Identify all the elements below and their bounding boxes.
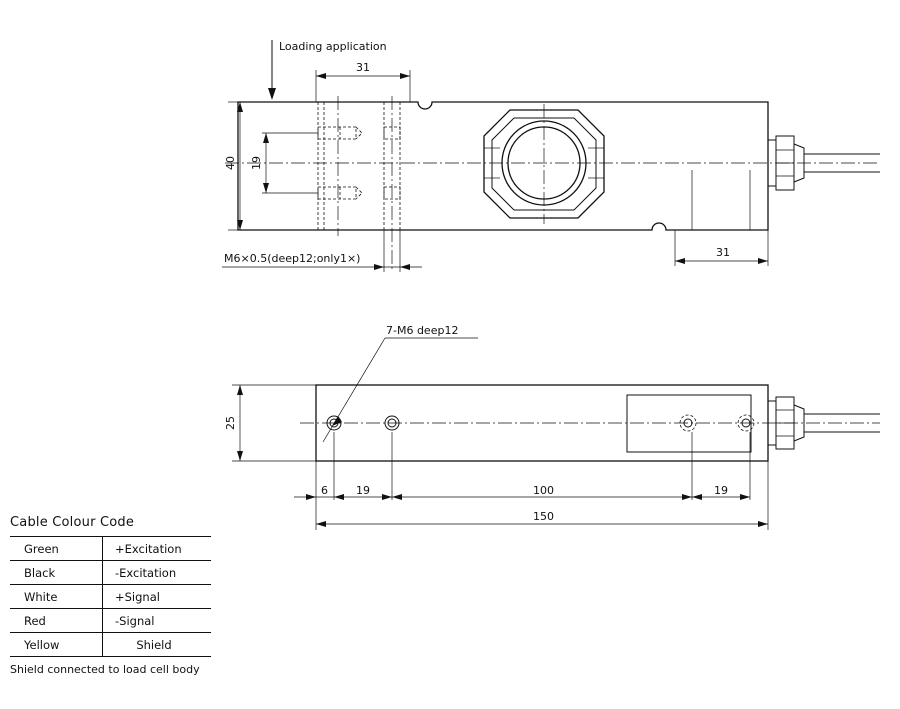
dim25-arrow-bottom — [237, 451, 243, 461]
wire-signal: Shield — [102, 632, 211, 657]
dim6-arrow-left — [306, 494, 316, 500]
hole-2 — [384, 415, 400, 431]
dim40-arrow-top — [237, 102, 243, 112]
dim31-text: 31 — [356, 61, 370, 74]
table-row: Green +Excitation — [10, 536, 211, 561]
table-row: Yellow Shield — [10, 632, 211, 657]
loading-label: Loading application — [279, 40, 387, 53]
loading-arrow-head — [268, 88, 276, 100]
dim25-text: 25 — [224, 416, 237, 430]
dim19v-arrow-bottom — [263, 183, 269, 193]
dim150-text: 150 — [533, 510, 554, 523]
dim19b-arrow-left — [692, 494, 702, 500]
dim31r-text: 31 — [716, 246, 730, 259]
bolt-upper-right — [383, 126, 401, 140]
wire-signal: +Excitation — [102, 536, 211, 561]
dim40-text: 40 — [224, 156, 237, 170]
holes-leader-diagonal — [322, 337, 386, 443]
dim19v-arrow-top — [263, 133, 269, 143]
wire-colour: Red — [10, 608, 103, 633]
dim19b-arrow-right — [740, 494, 750, 500]
dim25-arrow-top — [237, 385, 243, 395]
dim150-arrow-right — [758, 521, 768, 527]
shield-note: Shield connected to load cell body — [10, 663, 200, 676]
cable-colour-code-block: Cable Colour Code Green +Excitation Blac… — [10, 515, 250, 676]
cable-gland-side — [767, 396, 880, 450]
wire-colour: White — [10, 584, 103, 609]
hole-3-hidden — [679, 414, 697, 432]
thread-note-text: M6×0.5(deep12;only1×) — [224, 252, 360, 265]
dim19a-text: 19 — [356, 484, 370, 497]
dim6-text: 6 — [321, 484, 328, 497]
dim31-arrow-right — [400, 73, 410, 79]
thread-arrow-right — [400, 264, 410, 270]
cable-gland-top — [767, 135, 880, 191]
hole-4-hidden — [737, 414, 755, 432]
dim100-text: 100 — [533, 484, 554, 497]
dim6-arrow-right — [334, 494, 344, 500]
gauge-pocket — [483, 104, 605, 224]
wire-colour: Black — [10, 560, 103, 585]
wire-signal: -Signal — [102, 608, 211, 633]
wire-signal: +Signal — [102, 584, 211, 609]
cable-colour-table: Green +Excitation Black -Excitation Whit… — [10, 536, 211, 657]
dim150-arrow-left — [316, 521, 326, 527]
top-view: Loading application 31 40 19 — [222, 40, 880, 272]
holes-note-text: 7-M6 deep12 — [386, 324, 458, 337]
dim19a-arrow-right — [382, 494, 392, 500]
wire-colour: Green — [10, 536, 103, 561]
dim19v-text: 19 — [250, 156, 263, 170]
dim31-arrow-left — [316, 73, 326, 79]
dim100-arrow-right — [682, 494, 692, 500]
dim19b-text: 19 — [714, 484, 728, 497]
bolt-upper — [317, 126, 363, 140]
dim31r-arrow-left — [675, 258, 685, 264]
cable-table-title: Cable Colour Code — [10, 515, 135, 530]
dim31r-arrow-right — [758, 258, 768, 264]
label-plate — [626, 394, 752, 453]
wire-signal: -Excitation — [102, 560, 211, 585]
thread-arrow-left — [374, 264, 384, 270]
bolt-lower — [317, 186, 363, 200]
bolt-lower-right — [383, 186, 401, 200]
dim100-arrow-left — [392, 494, 402, 500]
dim40-arrow-bottom — [237, 220, 243, 230]
table-row: White +Signal — [10, 584, 211, 609]
table-row: Black -Excitation — [10, 560, 211, 585]
side-view: 25 7-M6 deep12 — [224, 324, 880, 530]
table-row: Red -Signal — [10, 608, 211, 633]
wire-colour: Yellow — [10, 632, 103, 657]
holes-leader-arrow — [332, 416, 342, 426]
